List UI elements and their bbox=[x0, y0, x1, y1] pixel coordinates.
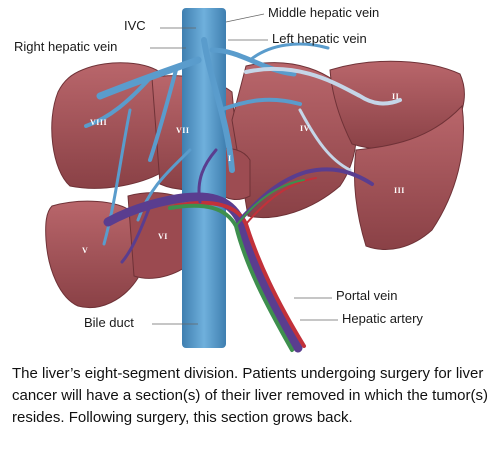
liver-diagram: IVC Right hepatic vein Middle hepatic ve… bbox=[14, 5, 465, 353]
ivc-label: IVC bbox=[124, 18, 146, 33]
portal-vein-vessel bbox=[103, 192, 303, 353]
bile-duct-vessel bbox=[168, 203, 294, 352]
segment-i-label: I bbox=[228, 154, 232, 163]
segment-iv-label: IV bbox=[300, 124, 310, 133]
segment-v-lobe bbox=[45, 200, 139, 308]
ivc-vessel bbox=[182, 8, 226, 348]
portal-triad bbox=[103, 148, 374, 353]
figure-caption: The liver’s eight-segment division. Pati… bbox=[12, 365, 489, 426]
liver-illustration bbox=[45, 8, 465, 353]
segment-vi-label: VI bbox=[158, 232, 168, 241]
segment-v-label: V bbox=[82, 246, 89, 255]
leader-lines bbox=[150, 13, 338, 325]
right-hepatic-vein-label: Right hepatic vein bbox=[14, 39, 118, 54]
middle-hepatic-vein-label: Middle hepatic vein bbox=[268, 5, 380, 20]
segment-viii-lobe bbox=[51, 62, 167, 189]
segment-viii-label: VIII bbox=[90, 118, 108, 127]
left-hepatic-vein-branch bbox=[244, 66, 402, 106]
left-hepatic-vein-label: Left hepatic vein bbox=[272, 31, 367, 46]
segment-vii-label: VII bbox=[176, 126, 190, 135]
bile-duct-label: Bile duct bbox=[84, 315, 134, 330]
segment-iii-label: III bbox=[394, 186, 405, 195]
segment-ii-label: II bbox=[392, 92, 400, 101]
segment-iii-lobe bbox=[354, 104, 465, 250]
portal-vein-label: Portal vein bbox=[336, 288, 398, 303]
hepatic-artery-label: Hepatic artery bbox=[342, 311, 423, 326]
